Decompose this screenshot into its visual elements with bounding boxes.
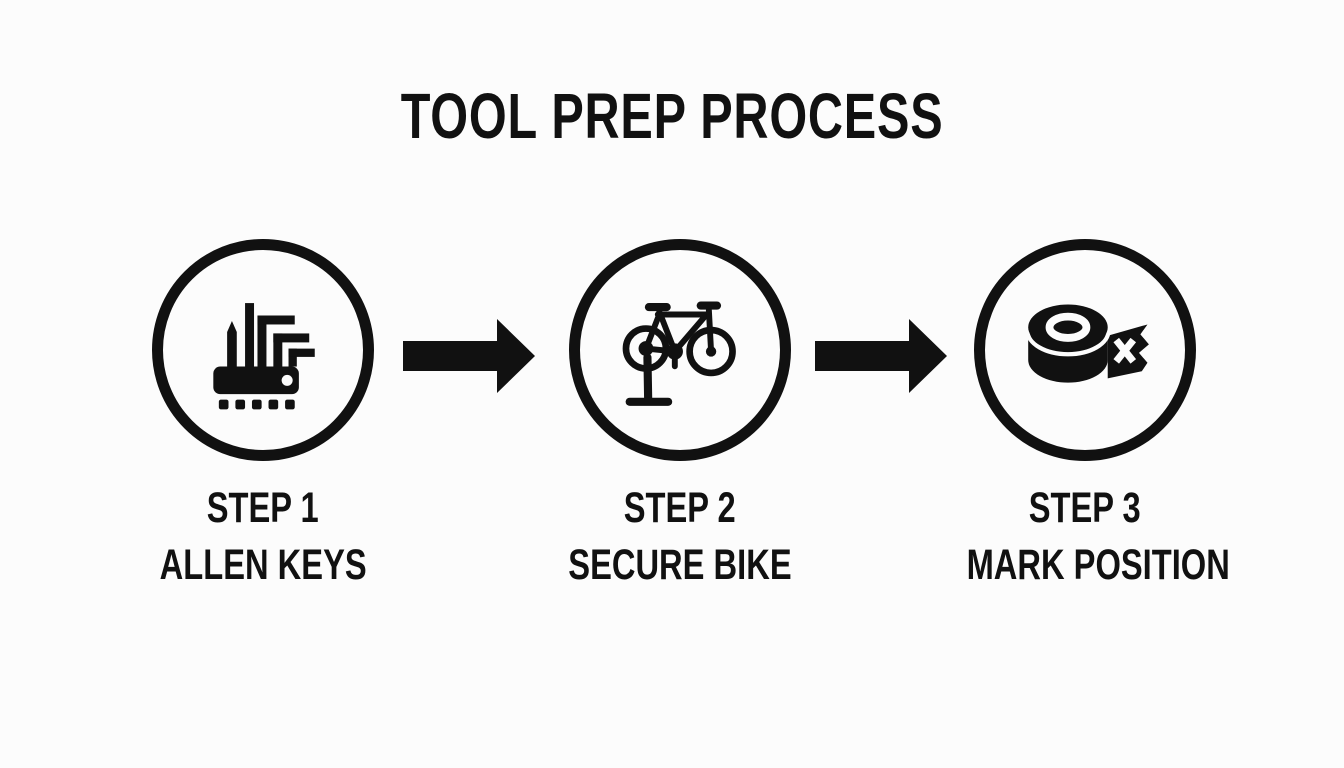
step-3-name-text: MARK POSITION [966,541,1230,589]
step-2-name: SECURE BIKE [520,544,840,587]
arrow-right-icon [815,319,947,393]
step-1: STEP 1 ALLEN KEYS [103,239,423,587]
step-1-label-text: STEP 1 [206,484,320,532]
step-3: STEP 3 MARK POSITION [925,239,1245,587]
step-1-name: ALLEN KEYS [103,544,423,587]
step-3-circle [974,239,1196,461]
page-title: TOOL PREP PROCESS [0,84,1344,148]
step-1-label: STEP 1 [103,487,423,530]
step-2-name-text: SECURE BIKE [568,541,792,589]
page-title-text: TOOL PREP PROCESS [400,80,944,152]
step-2-circle [569,239,791,461]
tape-roll-icon [1025,304,1149,383]
step-2: STEP 2 SECURE BIKE [520,239,840,587]
step-2-label: STEP 2 [520,487,840,530]
arrow-right-icon [403,319,535,393]
step-3-label-text: STEP 3 [1028,484,1142,532]
step-3-label: STEP 3 [925,487,1245,530]
step-3-name: MARK POSITION [925,544,1245,587]
step-2-label-text: STEP 2 [623,484,737,532]
allen-keys-icon [213,303,315,410]
step-1-circle [152,239,374,461]
step-1-name-text: ALLEN KEYS [159,541,367,589]
bike-on-stand-icon [622,301,736,406]
